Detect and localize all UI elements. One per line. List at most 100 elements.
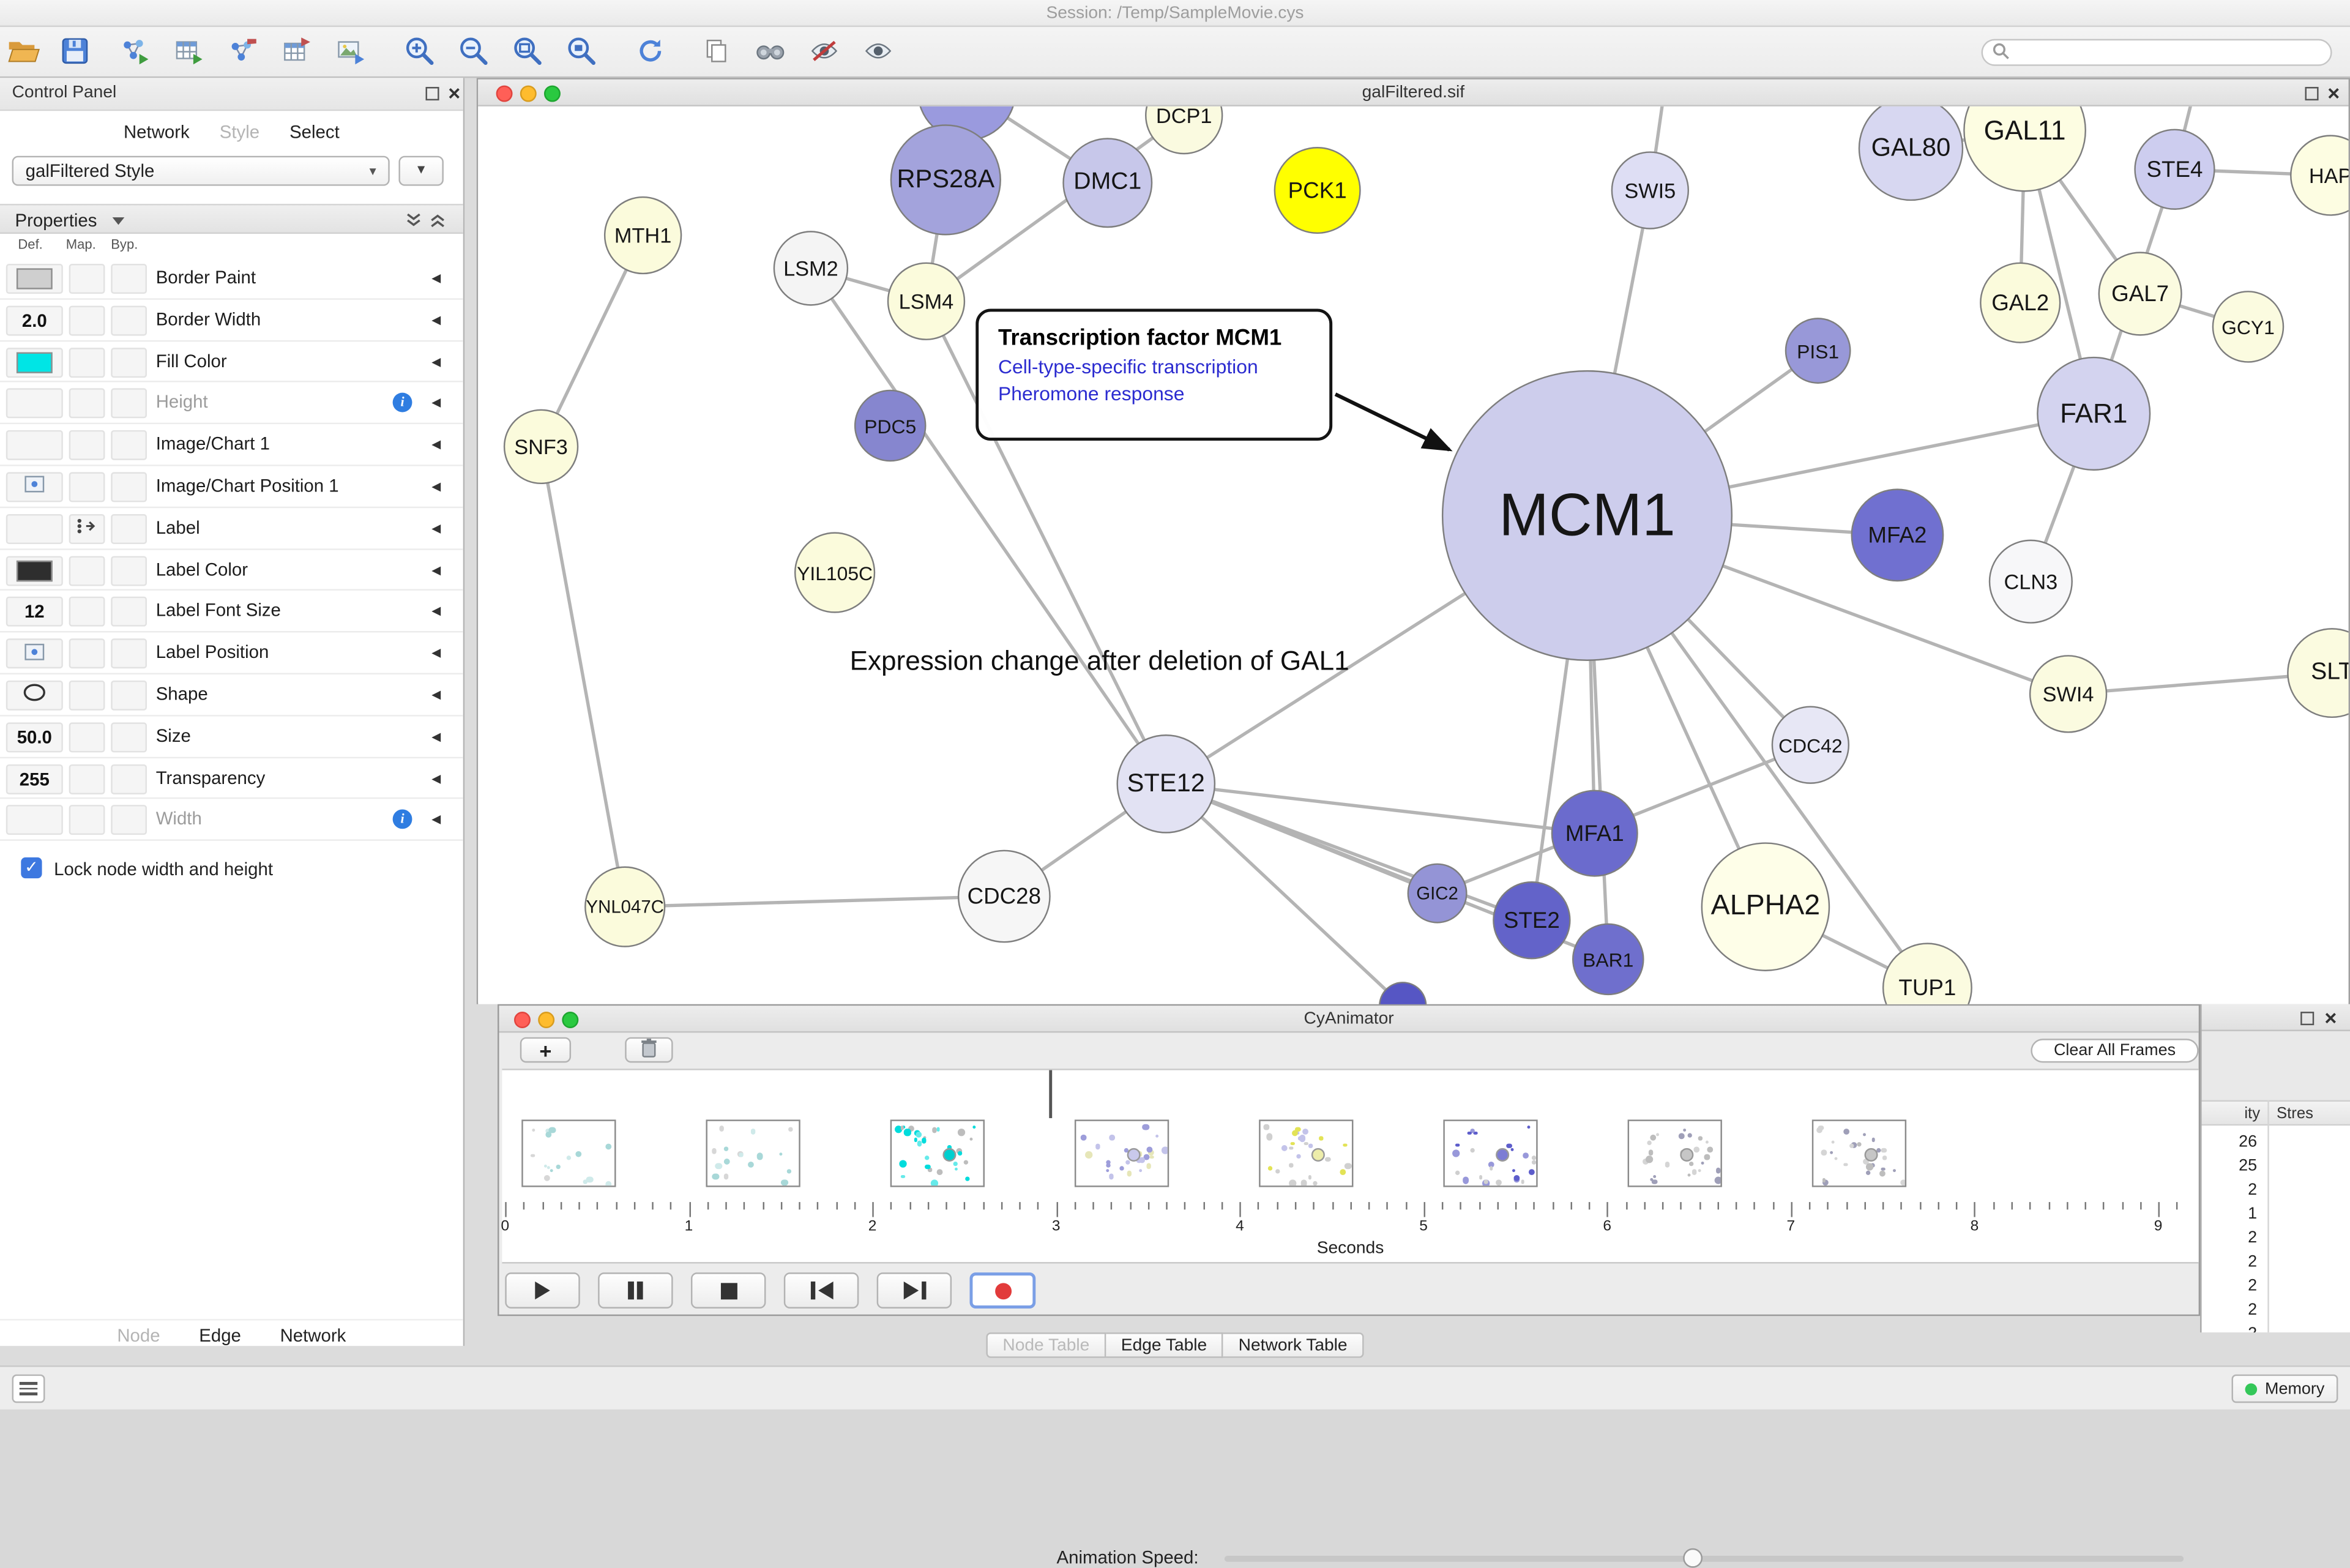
node-gal7[interactable]: GAL7 xyxy=(2098,252,2182,336)
expand-arrow-icon[interactable]: ◀ xyxy=(431,604,441,618)
hide-selected-button[interactable] xyxy=(804,31,846,73)
default-value-cell[interactable]: 2.0 xyxy=(6,305,63,336)
bypass-cell[interactable] xyxy=(111,513,147,544)
node-slt[interactable]: SLT xyxy=(2287,628,2349,719)
clear-all-frames-button[interactable]: Clear All Frames xyxy=(2031,1039,2199,1063)
bypass-cell[interactable] xyxy=(111,472,147,502)
close-window-button[interactable] xyxy=(496,85,513,102)
zoom-in-button[interactable] xyxy=(398,31,441,73)
frame-thumbnail-4[interactable] xyxy=(1074,1119,1169,1187)
node-ynl047c[interactable]: YNL047C xyxy=(584,866,666,947)
mapping-cell[interactable] xyxy=(69,722,105,752)
bypass-cell[interactable] xyxy=(111,722,147,752)
slider-thumb[interactable] xyxy=(1683,1548,1703,1568)
node-gcy1[interactable]: GCY1 xyxy=(2212,291,2285,363)
skip-to-start-button[interactable] xyxy=(783,1272,859,1309)
node-gal2[interactable]: GAL2 xyxy=(1980,262,2061,343)
frame-thumbnail-7[interactable] xyxy=(1627,1119,1722,1187)
mapping-cell[interactable] xyxy=(69,472,105,502)
node-tup1[interactable]: TUP1 xyxy=(1882,943,1972,1004)
export-image-button[interactable] xyxy=(330,31,372,73)
search-box[interactable] xyxy=(1981,39,2332,66)
annotation-link-1[interactable]: Cell-type-specific transcription xyxy=(998,355,1258,378)
property-row-label-color[interactable]: Label Color◀ xyxy=(0,550,463,591)
expand-arrow-icon[interactable]: ◀ xyxy=(431,354,441,368)
mapping-cell[interactable] xyxy=(69,347,105,378)
node-cdc28[interactable]: CDC28 xyxy=(957,849,1051,943)
column-header-centrality[interactable]: ity xyxy=(2244,1104,2261,1123)
node-yil105c[interactable]: YIL105C xyxy=(794,532,876,613)
property-row-image-chart-1[interactable]: Image/Chart 1◀ xyxy=(0,425,463,466)
property-row-label[interactable]: Label◀ xyxy=(0,508,463,550)
search-input[interactable] xyxy=(2015,43,2322,62)
expand-arrow-icon[interactable]: ◀ xyxy=(431,313,441,327)
expand-arrow-icon[interactable]: ◀ xyxy=(431,438,441,452)
zoom-window-button[interactable] xyxy=(543,85,561,102)
property-row-fill-color[interactable]: Fill Color◀ xyxy=(0,341,463,383)
canvas-text-annotation[interactable]: Expression change after deletion of GAL1 xyxy=(849,646,1349,676)
import-table-button[interactable] xyxy=(168,31,210,73)
fit-content-button[interactable] xyxy=(507,31,549,73)
node-alpha2[interactable]: ALPHA2 xyxy=(1701,842,1830,971)
mapping-cell[interactable] xyxy=(69,264,105,294)
mapping-cell[interactable] xyxy=(69,513,105,544)
add-frame-button[interactable]: + xyxy=(520,1037,572,1063)
frame-thumbnail-8[interactable] xyxy=(1811,1119,1907,1187)
node-mth1[interactable]: MTH1 xyxy=(603,196,682,275)
tab-node-table[interactable]: Node Table xyxy=(986,1332,1106,1358)
node-swi4[interactable]: SWI4 xyxy=(2029,655,2108,733)
network-snapshot-button[interactable] xyxy=(695,31,737,73)
export-network-button[interactable] xyxy=(222,31,264,73)
bypass-cell[interactable] xyxy=(111,680,147,711)
mcm1-annotation-box[interactable]: Transcription factor MCM1 Cell-type-spec… xyxy=(975,308,1333,441)
mapping-cell[interactable] xyxy=(69,763,105,794)
close-panel-icon[interactable]: × xyxy=(2324,1006,2337,1030)
bypass-cell[interactable] xyxy=(111,430,147,461)
default-value-cell[interactable] xyxy=(6,680,63,711)
node-pbot[interactable] xyxy=(1379,982,1427,1004)
property-row-label-position[interactable]: Label Position◀ xyxy=(0,633,463,674)
expand-arrow-icon[interactable]: ◀ xyxy=(431,771,441,785)
node-dmc1[interactable]: DMC1 xyxy=(1062,138,1153,228)
node-rps28a[interactable]: RPS28A xyxy=(890,124,1001,236)
expand-arrow-icon[interactable]: ◀ xyxy=(431,479,441,493)
default-value-cell[interactable] xyxy=(6,347,63,378)
skip-to-end-button[interactable] xyxy=(876,1272,952,1309)
mapping-cell[interactable] xyxy=(69,430,105,461)
mapping-cell[interactable] xyxy=(69,805,105,835)
delete-frame-button[interactable] xyxy=(625,1037,673,1063)
node-gal11[interactable]: GAL11 xyxy=(1963,106,2086,192)
default-value-cell[interactable] xyxy=(6,472,63,502)
tab-network[interactable]: Network xyxy=(280,1324,346,1345)
default-value-cell[interactable] xyxy=(6,805,63,835)
mapping-cell[interactable] xyxy=(69,305,105,336)
panel-menu-button[interactable] xyxy=(12,1374,45,1403)
node-pck1[interactable]: PCK1 xyxy=(1274,147,1361,234)
float-panel-icon[interactable] xyxy=(425,87,439,101)
default-value-cell[interactable] xyxy=(6,389,63,419)
node-mfa1[interactable]: MFA1 xyxy=(1551,790,1638,877)
bypass-cell[interactable] xyxy=(111,555,147,586)
node-mcm1[interactable]: MCM1 xyxy=(1441,370,1733,662)
default-value-cell[interactable]: 50.0 xyxy=(6,722,63,752)
open-session-button[interactable] xyxy=(3,31,45,73)
node-ste4[interactable]: STE4 xyxy=(2134,129,2215,210)
property-row-shape[interactable]: Shape◀ xyxy=(0,674,463,717)
first-neighbors-button[interactable] xyxy=(749,31,791,73)
bypass-cell[interactable] xyxy=(111,264,147,294)
mapping-cell[interactable] xyxy=(69,555,105,586)
refresh-view-button[interactable] xyxy=(630,31,672,73)
zoom-window-button[interactable] xyxy=(562,1012,579,1029)
bypass-cell[interactable] xyxy=(111,763,147,794)
tab-style[interactable]: Style xyxy=(219,121,260,143)
stop-button[interactable] xyxy=(690,1272,766,1309)
bypass-cell[interactable] xyxy=(111,347,147,378)
close-panel-icon[interactable]: × xyxy=(448,81,461,105)
node-cdc42[interactable]: CDC42 xyxy=(1771,706,1850,784)
save-session-button[interactable] xyxy=(54,31,96,73)
mapping-cell[interactable] xyxy=(69,680,105,711)
